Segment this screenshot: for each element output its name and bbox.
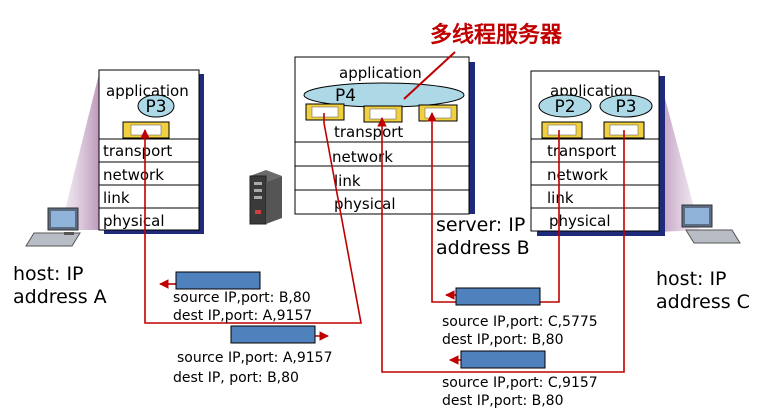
title-pointer-line (403, 51, 456, 100)
host-a-protocol-stack: application P3 transport network link ph… (98, 69, 204, 234)
server-process (303, 82, 465, 108)
segment-1-bar (175, 271, 261, 290)
server-tower-icon (249, 170, 282, 225)
path-host-c2-to-server (377, 117, 625, 373)
host-c-transport-label: transport (547, 142, 616, 160)
host-c-caption-line1: host: IP (656, 268, 727, 290)
host-c-network-label: network (547, 166, 608, 184)
host-c-protocol-stack: application P2 P3 transport network link… (530, 70, 665, 236)
host-a-computer-icon (25, 207, 81, 247)
host-c-process-1-label: P2 (554, 97, 575, 117)
host-c-physical-label: physical (549, 212, 611, 230)
segment-2-bar (230, 325, 316, 344)
path-server-to-host-a (140, 113, 362, 324)
server-process-label: P4 (335, 86, 356, 106)
host-a-caption-line2: address A (13, 286, 107, 308)
segment-3-source: source IP,port: C,5775 (442, 314, 598, 330)
host-c-caption-line2: address C (656, 291, 750, 313)
server-physical-label: physical (334, 195, 396, 213)
host-a-process (137, 94, 175, 118)
segment-2-source: source IP,port: A,9157 (177, 350, 332, 366)
segment-4-source: source IP,port: C,9157 (442, 375, 598, 391)
server-transport-label: transport (334, 123, 403, 141)
diagram-title: 多线程服务器 (430, 22, 563, 48)
segment-1-dest: dest IP,port: A,9157 (173, 308, 312, 324)
host-c-process-2 (599, 94, 653, 118)
server-caption-line2: address B (436, 237, 530, 259)
host-a-application-label: application (106, 82, 189, 100)
host-a-link-label: link (103, 189, 130, 207)
server-application-label: application (339, 64, 422, 82)
host-c-process-1 (538, 94, 592, 118)
segment-3-dest: dest IP,port: B,80 (442, 332, 564, 348)
segment-3-bar (455, 287, 541, 306)
host-a-caption-line1: host: IP (13, 263, 84, 285)
segment-2-dest: dest IP, port: B,80 (173, 370, 299, 386)
segment-1-source: source IP,port: B,80 (173, 290, 311, 306)
host-c-link-label: link (547, 189, 574, 207)
host-a-network-label: network (103, 166, 164, 184)
host-a-transport-label: transport (103, 142, 172, 160)
server-caption-line1: server: IP (436, 214, 525, 236)
host-c-beam (658, 72, 700, 232)
host-a-process-label: P3 (145, 97, 166, 117)
host-a-beam (60, 70, 100, 230)
server-link-label: link (334, 172, 361, 190)
host-c-computer-icon (681, 204, 741, 244)
host-c-process-2-label: P3 (615, 97, 636, 117)
host-a-physical-label: physical (103, 212, 165, 230)
segment-4-dest: dest IP,port: B,80 (442, 393, 564, 409)
server-protocol-stack: application P4 transport network link ph… (294, 56, 475, 215)
server-network-label: network (332, 148, 393, 166)
segment-4-bar (460, 350, 546, 369)
